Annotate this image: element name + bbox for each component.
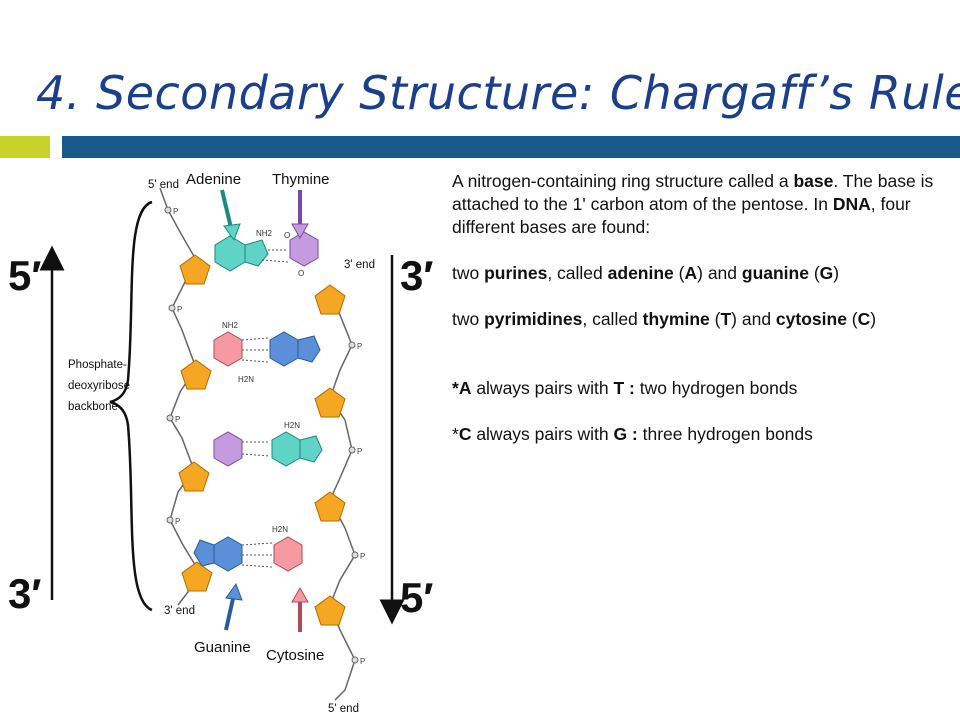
dna-structure-diagram: 5′ 3′ 3′ 5′ Phosphate- deoxyribose backb… — [8, 171, 433, 715]
three-prime-end-right-label: 3' end — [344, 259, 375, 271]
guanine-pointer-head — [225, 582, 243, 601]
hydrogen-bond — [241, 542, 273, 546]
svg-text:P: P — [360, 657, 365, 666]
adenine-pointer-head — [223, 223, 241, 242]
thymine-base — [289, 231, 319, 267]
sugar-pentagon — [180, 359, 212, 390]
sugar-pentagon — [178, 461, 210, 492]
backbone-brace — [109, 200, 153, 612]
guanine-label: Guanine — [194, 639, 251, 656]
guanine-pointer-arrow — [224, 593, 236, 631]
phosphate-group: P — [348, 341, 362, 351]
svg-text:P: P — [173, 207, 178, 216]
guanine-base — [269, 331, 321, 367]
hydrogen-bond — [241, 453, 271, 457]
purines-paragraph: two purines, called adenine (A) and guan… — [452, 263, 840, 283]
guanine-base — [193, 536, 243, 572]
nh2-label: NH2 — [256, 229, 273, 238]
svg-text:P: P — [360, 552, 365, 561]
five-prime-end-top-label: 5' end — [148, 179, 179, 191]
slide-title: 4. Secondary Structure: Chargaff’s Rule — [36, 66, 960, 120]
svg-text:P: P — [175, 415, 180, 424]
phosphate-group: P — [168, 304, 182, 314]
phosphate-group: P — [166, 414, 180, 424]
backbone-label-line1: Phosphate- — [68, 359, 127, 371]
cytosine-base — [213, 331, 243, 367]
explanation-text: A nitrogen-containing ring structure cal… — [452, 170, 952, 446]
left-top-label: 5′ — [8, 252, 41, 299]
svg-text:P: P — [357, 447, 362, 456]
backbone-label-line2: deoxyribose — [68, 380, 130, 392]
sugar-pentagon — [314, 284, 346, 315]
right-bottom-label: 5′ — [400, 574, 433, 621]
right-top-label: 3′ — [400, 252, 433, 299]
h2n-label: H2N — [238, 375, 254, 384]
sugar-pentagon — [179, 254, 211, 285]
cg-pairing-rule: *C always pairs with G : three hydrogen … — [452, 424, 813, 444]
phosphate-group: P — [164, 206, 178, 216]
sugar-pentagon — [314, 387, 346, 418]
svg-text:P: P — [175, 517, 180, 526]
five-prime-end-bottom-label: 5' end — [328, 703, 359, 715]
hydrogen-bond — [241, 359, 269, 363]
oxygen-label: O — [298, 269, 304, 278]
hydrogen-bond — [261, 259, 289, 263]
thymine-base — [213, 431, 243, 467]
svg-text:P: P — [177, 305, 182, 314]
cytosine-base — [273, 536, 303, 572]
svg-text:P: P — [357, 342, 362, 351]
pyrimidines-paragraph: two pyrimidines, called thymine (T) and … — [452, 309, 877, 329]
adenine-base — [271, 431, 323, 467]
at-pairing-rule: *A always pairs with T : two hydrogen bo… — [452, 378, 798, 398]
adenine-base — [214, 235, 269, 272]
adenine-label: Adenine — [186, 171, 241, 188]
hydrogen-bond — [241, 564, 273, 568]
thymine-pointer-head — [291, 223, 309, 240]
title-underline-bar — [62, 136, 960, 158]
left-backbone-strand — [159, 187, 198, 606]
phosphate-group: P — [351, 551, 365, 561]
cytosine-label: Cytosine — [266, 647, 324, 664]
sugar-pentagon — [181, 561, 213, 592]
cytosine-pointer-head — [291, 586, 309, 603]
thymine-label: Thymine — [272, 171, 330, 188]
three-prime-end-bottom-label: 3' end — [164, 605, 195, 617]
phosphate-group: P — [348, 446, 362, 456]
oxygen-label: O — [284, 231, 290, 240]
sugar-pentagon — [314, 595, 346, 626]
sugar-pentagon — [314, 491, 346, 522]
h2n-label: H2N — [272, 525, 288, 534]
h2n-label: H2N — [284, 421, 300, 430]
hydrogen-bond — [241, 337, 269, 341]
phosphate-group: P — [351, 656, 365, 666]
left-bottom-label: 3′ — [8, 570, 41, 617]
title-accent-block — [0, 136, 50, 158]
backbone-label-line3: backbone — [68, 401, 118, 413]
phosphate-group: P — [166, 516, 180, 526]
base-definition-paragraph: A nitrogen-containing ring structure cal… — [452, 171, 934, 237]
nh2-label: NH2 — [222, 321, 239, 330]
